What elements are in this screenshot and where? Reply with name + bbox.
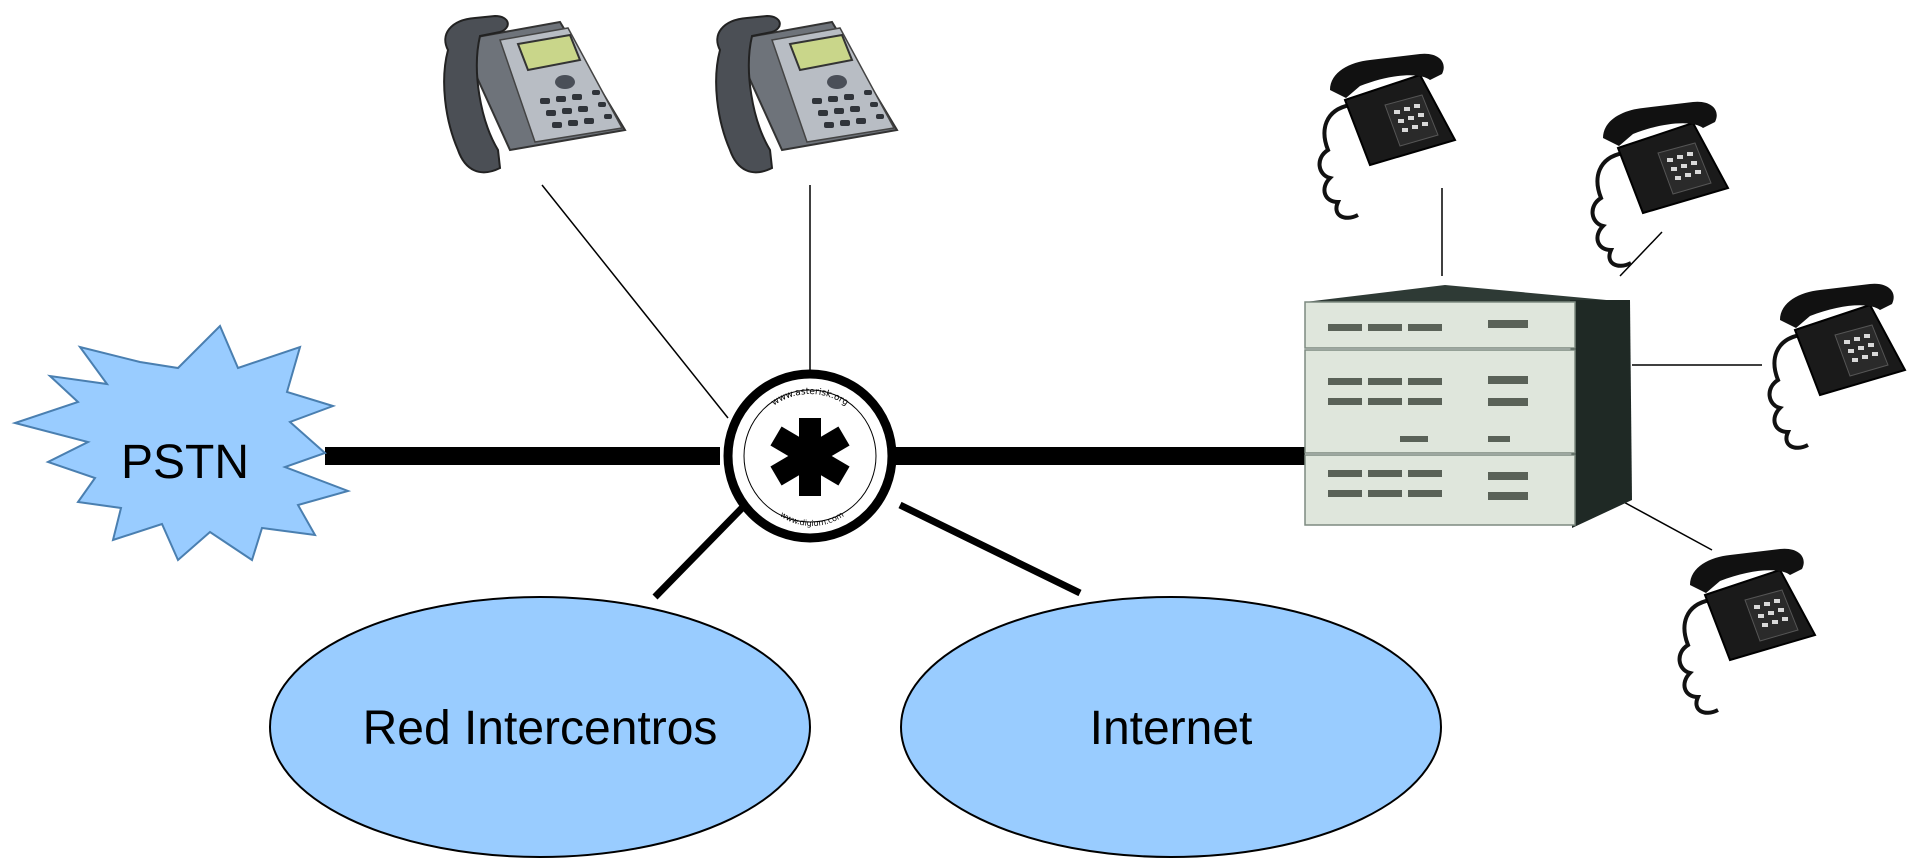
link-pbx-phone-2 [1619,231,1663,277]
link-asterisk-internet [898,501,1082,597]
pstn-cloud: PSTN [11,324,352,562]
red-intercentros-label: Red Intercentros [363,702,718,755]
internet-cloud: Internet [900,596,1442,858]
connections [325,184,1762,600]
link-asterisk-ipphone-1 [541,184,729,419]
pbx-icon [1304,285,1632,528]
analog-phone-icon [1767,281,1907,450]
ip-phone-icon [715,15,898,174]
link-pbx-phone-4 [1619,499,1713,551]
internet-label: Internet [1090,702,1253,755]
link-asterisk-red-intercentros [652,505,745,600]
red-intercentros-cloud: Red Intercentros [269,596,811,858]
analog-phone-icon [1677,546,1817,715]
analog-phone-icon [1317,51,1457,220]
ip-phone-icon [443,15,626,174]
asterisk-logo-icon: www.asterisk.org www.digium.com [723,369,897,543]
analog-phone-icon [1590,99,1730,268]
pstn-label: PSTN [121,436,249,489]
